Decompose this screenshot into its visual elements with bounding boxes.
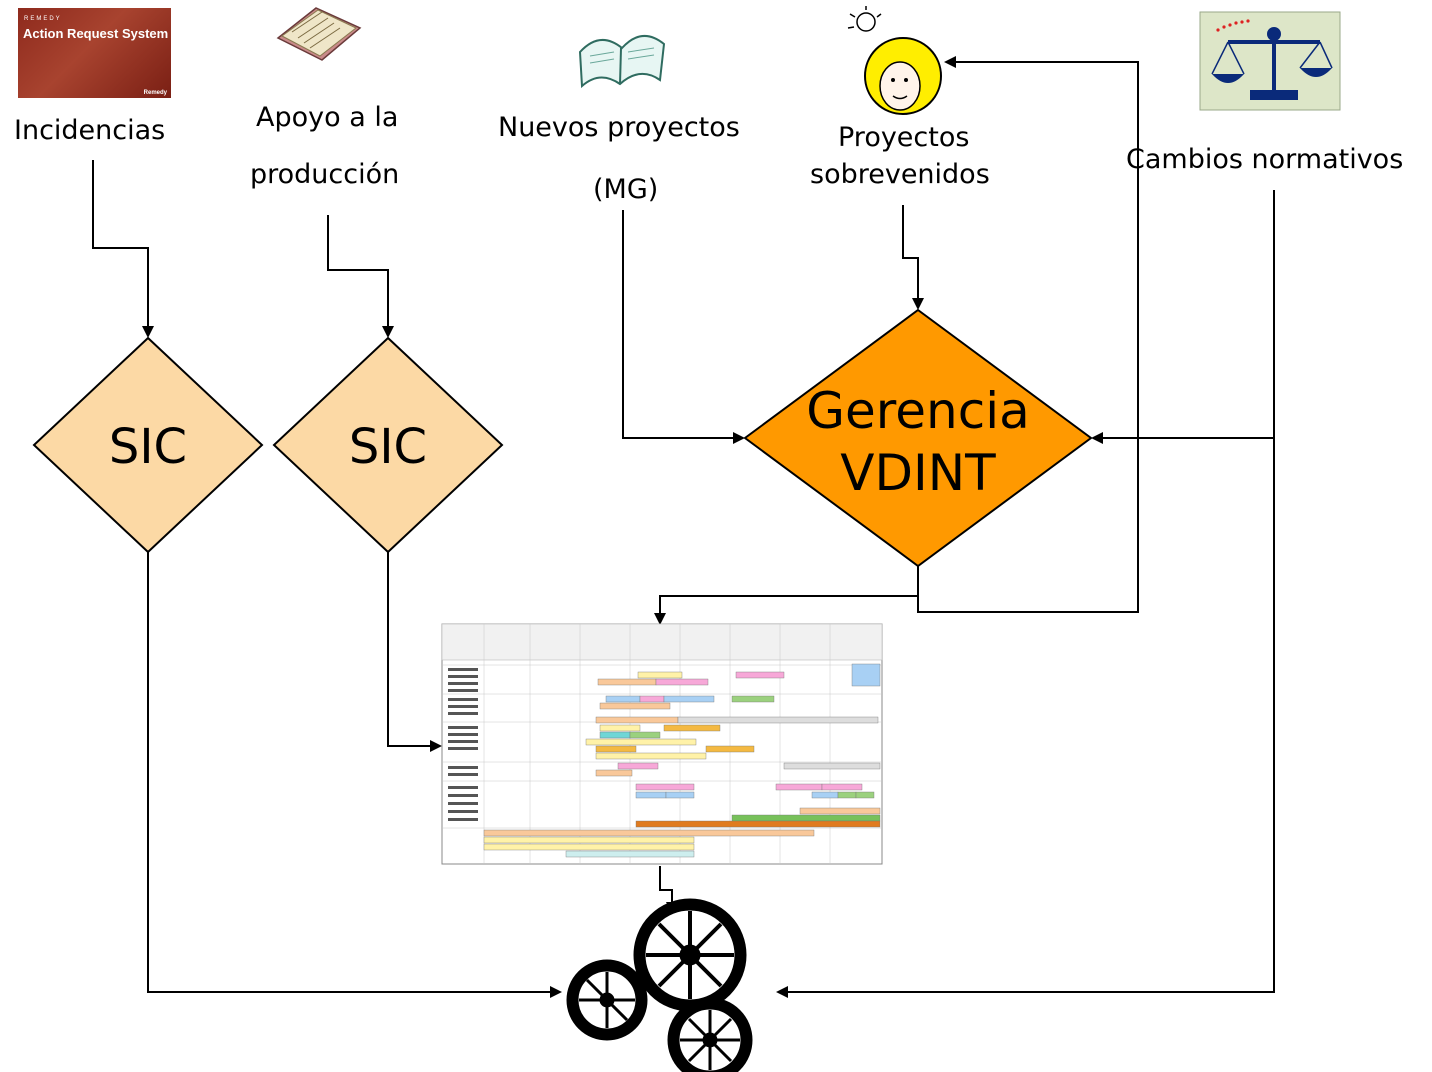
- lightbulb-idea-icon: [847, 6, 942, 115]
- arrow-schedule-to-gears: [659, 866, 678, 914]
- sic-2-label: SIC: [349, 419, 427, 475]
- arrow-cambios-to-gerencia: [1091, 190, 1275, 444]
- label-sobrevenidos-line2: sobrevenidos: [810, 159, 990, 190]
- gantt-schedule-icon: [441, 623, 883, 865]
- scales-of-justice-icon: [1199, 11, 1341, 111]
- arrow-sic2-to-schedule: [387, 552, 442, 752]
- gerencia-label-line1: Gerencia: [806, 382, 1029, 440]
- arrow-apoyo-to-sic: [327, 215, 394, 338]
- ledger-book-icon: [276, 7, 362, 61]
- arrow-gerencia-to-schedule: [654, 566, 919, 625]
- remedy-logo-brand: Remedy: [143, 90, 167, 96]
- label-sobrevenidos-line1: Proyectos: [838, 122, 970, 153]
- arrow-feedback-to-sobrevenidos: [917, 56, 1139, 613]
- sic-1-label: SIC: [109, 419, 187, 475]
- arrow-incidencias-to-sic: [92, 160, 154, 338]
- label-cambios: Cambios normativos: [1126, 144, 1404, 175]
- arrow-nuevos-to-gerencia: [622, 210, 745, 444]
- gerencia-label-line2: VDINT: [840, 444, 996, 502]
- arrow-cambios-to-gears: [776, 438, 1275, 998]
- remedy-logo-icon: REMEDY Action Request System Remedy: [18, 8, 171, 98]
- label-nuevos-line2: (MG): [593, 174, 659, 205]
- gears-icon: [566, 898, 753, 1072]
- arrow-sic1-to-gears: [147, 552, 562, 998]
- label-nuevos-line1: Nuevos proyectos: [498, 112, 740, 143]
- label-incidencias: Incidencias: [14, 115, 166, 146]
- arrow-sobrevenidos-to-gerencia: [902, 205, 924, 310]
- open-book-icon: [578, 35, 666, 89]
- label-apoyo-line2: producción: [250, 159, 400, 190]
- remedy-logo-small: REMEDY: [24, 16, 62, 22]
- remedy-logo-title: Action Request System: [23, 26, 169, 41]
- label-apoyo-line1: Apoyo a la: [256, 102, 399, 133]
